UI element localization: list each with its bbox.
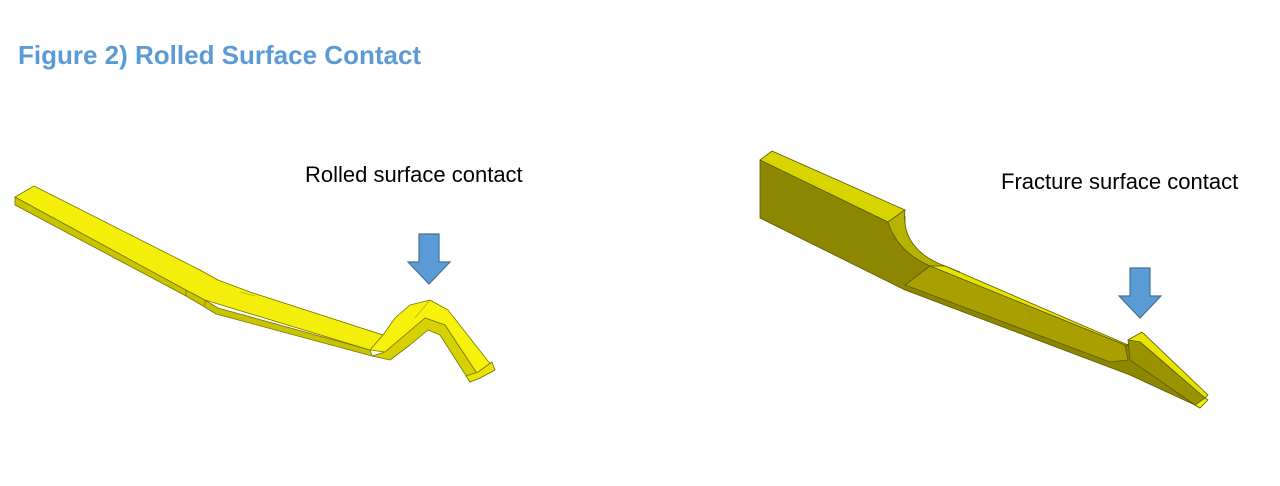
fracture-contact-spring	[759, 150, 1209, 409]
rolled-surface-contact-label: Rolled surface contact	[305, 162, 523, 187]
down-arrow-icon-right	[1117, 267, 1163, 319]
down-arrow-icon-left	[406, 233, 452, 285]
figure-title: Figure 2) Rolled Surface Contact	[18, 40, 422, 70]
rolled-contact-spring	[14, 185, 496, 383]
fracture-surface-contact-label: Fracture surface contact	[1001, 169, 1239, 194]
